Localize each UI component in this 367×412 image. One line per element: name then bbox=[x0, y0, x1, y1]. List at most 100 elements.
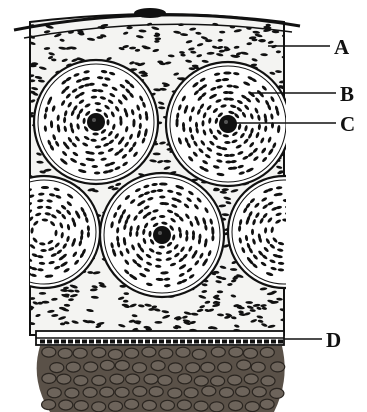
follicle-nucleus bbox=[219, 115, 237, 133]
follicle-cell bbox=[4, 226, 8, 233]
band-cell bbox=[103, 340, 108, 344]
band-cell bbox=[89, 340, 94, 344]
band-cell bbox=[145, 340, 150, 344]
follicle-cell bbox=[19, 197, 26, 203]
follicle-cell bbox=[299, 222, 304, 229]
follicle-cell bbox=[18, 238, 23, 245]
follicle-cell bbox=[304, 267, 311, 273]
band-cell bbox=[54, 340, 59, 344]
follicle-cell bbox=[13, 194, 20, 200]
follicle-cell bbox=[287, 274, 294, 278]
basal-cell bbox=[271, 362, 285, 372]
stroma-cell bbox=[37, 302, 43, 305]
band-cell bbox=[159, 340, 164, 344]
basal-cell bbox=[58, 348, 72, 358]
basal-cell bbox=[66, 362, 80, 372]
band-cell bbox=[215, 340, 220, 344]
follicle-cell bbox=[299, 189, 306, 194]
stroma-cell bbox=[282, 85, 288, 88]
follicle-cell bbox=[326, 236, 330, 243]
follicle-cell bbox=[291, 222, 297, 229]
follicle-cell bbox=[9, 249, 15, 256]
basal-cell bbox=[42, 400, 56, 410]
basal-cell bbox=[202, 386, 216, 396]
band-cell bbox=[96, 340, 101, 344]
basal-cell bbox=[109, 401, 123, 411]
follicle-cell bbox=[7, 246, 13, 253]
follicle-cell bbox=[14, 244, 20, 251]
basement-band bbox=[36, 331, 284, 345]
follicle-cell bbox=[306, 209, 312, 216]
basal-cell bbox=[100, 387, 114, 397]
follicle-cell bbox=[286, 274, 293, 278]
basal-cell bbox=[92, 348, 106, 358]
stroma-cell bbox=[154, 321, 162, 324]
basal-cell bbox=[59, 400, 73, 410]
follicle-cell bbox=[4, 203, 10, 210]
band-cell bbox=[201, 340, 206, 344]
follicle-cell bbox=[300, 253, 307, 259]
basal-cell bbox=[192, 349, 206, 359]
follicle-cell bbox=[308, 255, 315, 262]
follicle-cell bbox=[11, 222, 15, 229]
basal-cell bbox=[65, 388, 79, 398]
basal-cell bbox=[125, 348, 139, 358]
follicle-cell bbox=[303, 241, 309, 248]
band-cell bbox=[61, 340, 66, 344]
follicle bbox=[100, 173, 224, 297]
label-D: D bbox=[284, 328, 341, 352]
band-cell bbox=[194, 340, 199, 344]
band-cell bbox=[264, 340, 269, 344]
basal-cell bbox=[149, 387, 163, 397]
follicle-cell bbox=[311, 252, 317, 259]
follicle-wall bbox=[0, 176, 100, 288]
follicle-cell bbox=[1, 247, 6, 254]
basal-cell bbox=[161, 400, 175, 410]
follicle-cell bbox=[312, 197, 319, 204]
follicle-cell bbox=[286, 240, 293, 246]
basal-cell bbox=[57, 374, 71, 384]
basal-cell bbox=[74, 376, 88, 386]
follicle-cell bbox=[321, 249, 327, 256]
band-cell bbox=[138, 340, 143, 344]
basal-tissue bbox=[37, 346, 285, 412]
basal-cell bbox=[142, 347, 156, 357]
band-cell bbox=[180, 340, 185, 344]
basal-cell bbox=[125, 399, 139, 409]
basal-cell bbox=[126, 374, 140, 384]
follicle-cell bbox=[299, 246, 306, 253]
follicle-cell bbox=[133, 119, 136, 125]
band-cell bbox=[131, 340, 136, 344]
stroma-cell bbox=[79, 33, 85, 36]
follicle-cell bbox=[24, 236, 29, 243]
follicle-cell bbox=[289, 186, 296, 190]
nucleus-highlight bbox=[92, 118, 96, 122]
band-cell bbox=[47, 340, 52, 344]
stroma-cell bbox=[252, 39, 258, 42]
follicle-cell bbox=[18, 259, 25, 265]
basal-cell bbox=[133, 386, 147, 396]
follicle-cell bbox=[318, 203, 324, 210]
follicle-cell bbox=[294, 231, 298, 238]
follicle-cell bbox=[0, 223, 2, 230]
band-cell bbox=[271, 340, 276, 344]
follicle-cell bbox=[293, 272, 300, 277]
basal-cell bbox=[194, 376, 208, 386]
follicle-cell bbox=[313, 198, 320, 205]
basal-cell bbox=[42, 347, 56, 357]
follicle-cell bbox=[299, 212, 305, 219]
follicle-cell bbox=[287, 254, 294, 259]
basal-cell bbox=[236, 387, 250, 397]
basal-cell bbox=[158, 375, 172, 385]
nucleus-highlight bbox=[224, 120, 228, 124]
follicle-cell bbox=[290, 267, 297, 271]
basal-cell bbox=[260, 347, 274, 357]
band-cell bbox=[236, 340, 241, 344]
basal-cell bbox=[115, 361, 129, 371]
band-cell bbox=[208, 340, 213, 344]
basal-cell bbox=[142, 400, 156, 410]
follicle-cell bbox=[0, 232, 1, 239]
band-cell bbox=[278, 340, 283, 344]
band-cells bbox=[40, 340, 283, 344]
follicle-cell bbox=[320, 228, 323, 234]
